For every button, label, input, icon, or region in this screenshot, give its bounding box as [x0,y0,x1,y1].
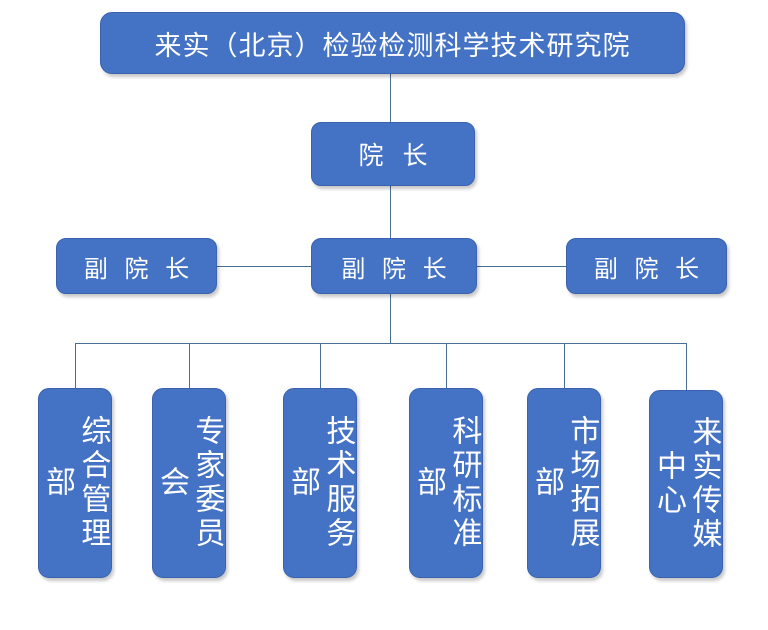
connector-riser-dept-3 [320,343,321,388]
connector-riser-dept-5 [564,343,565,388]
connector-department-bus [75,343,686,344]
connector-riser-dept-4 [446,343,447,388]
org-node-deputy-director-left[interactable]: 副 院 长 [56,238,217,294]
connector-deputy-center-to-right [477,266,566,267]
org-node-label: 副 院 长 [341,255,452,283]
org-node-deputy-director-center[interactable]: 副 院 长 [311,238,477,294]
connector-deputy-center-drop [390,294,391,343]
org-node-label: 副 院 长 [83,255,195,283]
connector-director-to-deputy-center [390,186,391,238]
org-node-department-research-standards[interactable]: 科研标准部 [409,388,483,578]
org-node-department-expert-committee[interactable]: 专家委员会 [152,388,226,578]
connector-root-to-director [390,74,391,122]
connector-riser-dept-2 [189,343,190,388]
org-node-deputy-director-right[interactable]: 副 院 长 [566,238,727,294]
connector-riser-dept-1 [75,343,76,388]
connector-riser-dept-6 [686,343,687,390]
connector-deputy-center-to-left [217,266,311,267]
org-node-label: 院 长 [358,142,434,170]
org-node-department-general-management[interactable]: 综合管理部 [38,388,112,578]
org-node-department-technical-service[interactable]: 技术服务部 [283,388,357,578]
org-node-department-laishi-media-center[interactable]: 来实传媒中心 [649,390,723,578]
org-node-label: 副 院 长 [593,255,705,283]
org-node-institute-root[interactable]: 来实（北京）检验检测科学技术研究院 [100,12,685,74]
org-node-label: 来实（北京）检验检测科学技术研究院 [154,30,631,61]
org-node-director[interactable]: 院 长 [311,122,475,186]
org-node-department-market-development[interactable]: 市场拓展部 [527,388,601,578]
